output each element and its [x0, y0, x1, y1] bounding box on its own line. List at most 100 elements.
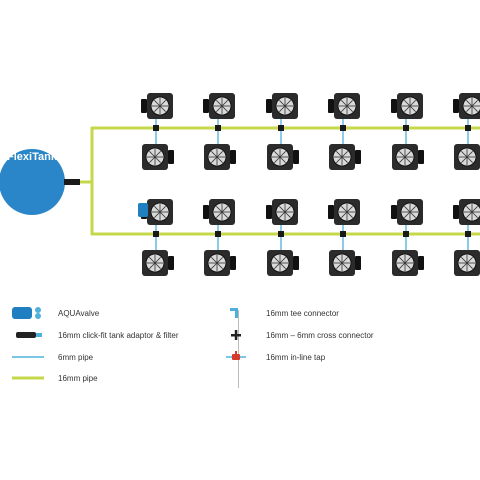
pot-lid-spoke	[404, 156, 411, 163]
pot-lid-spoke	[149, 262, 156, 269]
pot-valve	[418, 256, 424, 270]
pot-lid-spoke	[346, 100, 353, 107]
pot-lid-spoke	[221, 105, 228, 112]
pot-valve	[328, 99, 334, 113]
pot-lid-spoke	[404, 100, 411, 107]
pot-lid-spoke	[154, 262, 161, 269]
pot-lid-spoke	[466, 206, 473, 213]
pot-lid-spoke	[466, 100, 473, 107]
pot-lid-spoke	[409, 206, 416, 213]
cross-connector	[403, 231, 409, 237]
tank-body	[0, 149, 65, 215]
pot-lid-spoke	[404, 262, 411, 269]
pot	[328, 199, 360, 225]
legend-item-cross-connector: 16mm – 6mm cross connector	[216, 328, 374, 342]
legend-label: AQUAvalve	[58, 308, 100, 318]
legend-item-6mm-pipe: 6mm pipe	[8, 350, 93, 364]
tank-name: FlexiTank	[7, 151, 57, 163]
cross-connector	[465, 125, 471, 131]
pot-valve	[266, 99, 272, 113]
pot-lid-spoke	[399, 257, 406, 264]
legend-label: 16mm pipe	[58, 373, 98, 383]
pot-lid-spoke	[154, 156, 161, 163]
pot-valve	[203, 99, 209, 113]
pot	[266, 93, 298, 119]
pot-lid-spoke	[216, 211, 223, 218]
pot-lid-spoke	[284, 100, 291, 107]
pot	[391, 199, 423, 225]
pot-lid-spoke	[154, 211, 161, 218]
pot-lid-spoke	[221, 100, 228, 107]
pot-lid-spoke	[279, 211, 286, 218]
pot-lid-spoke	[461, 151, 468, 158]
pot-lid-spoke	[221, 211, 228, 218]
legend-label: 16mm – 6mm cross connector	[266, 330, 374, 340]
pot-lid-spoke	[279, 105, 286, 112]
pot-lid-spoke	[341, 105, 348, 112]
pipe-6mm-icon	[8, 350, 58, 364]
pot-lid-spoke	[466, 105, 473, 112]
legend-item-tee-connector: 16mm tee connector	[216, 306, 339, 320]
pot-valve	[230, 256, 236, 270]
pot-lid-spoke	[159, 100, 166, 107]
pot	[267, 144, 299, 170]
pot-lid-spoke	[336, 257, 343, 264]
pot-valve	[418, 150, 424, 164]
pot-lid-spoke	[341, 257, 348, 264]
pot-lid-spoke	[466, 257, 473, 264]
pot-lid-spoke	[154, 257, 161, 264]
pot-lid-spoke	[404, 151, 411, 158]
pot-lid-spoke	[471, 206, 478, 213]
pot-lid-spoke	[409, 105, 416, 112]
pot-valve	[328, 205, 334, 219]
pot-lid-spoke	[279, 206, 286, 213]
pot-valve	[266, 205, 272, 219]
pot-lid-spoke	[211, 156, 218, 163]
pot	[391, 93, 423, 119]
pot-lid-spoke	[216, 257, 223, 264]
pot	[454, 250, 480, 276]
pot-lid-spoke	[471, 211, 478, 218]
pot-lid-spoke	[461, 262, 468, 269]
pot-lid-spoke	[154, 151, 161, 158]
pot-lid-spoke	[466, 156, 473, 163]
pot-valve	[141, 99, 147, 113]
pipes-6mm	[153, 106, 471, 263]
pot	[141, 93, 173, 119]
pot-lid-spoke	[274, 151, 281, 158]
pot-valve	[168, 150, 174, 164]
legend-item-inline-tap: 16mm in-line tap	[216, 350, 325, 364]
cross-connector	[215, 125, 221, 131]
pot-lid-spoke	[149, 151, 156, 158]
pot-lid-spoke	[346, 105, 353, 112]
pot-valve	[230, 150, 236, 164]
pot-valve	[453, 99, 459, 113]
pot-valve	[391, 99, 397, 113]
pot-lid-spoke	[341, 100, 348, 107]
pot	[142, 144, 174, 170]
pot-lid-spoke	[154, 206, 161, 213]
cross-connector	[403, 125, 409, 131]
pot-lid-spoke	[216, 105, 223, 112]
flexitank-label: 400 ltr FlexiTank	[0, 138, 64, 164]
pot-lid-spoke	[154, 105, 161, 112]
pot-lid-spoke	[336, 156, 343, 163]
pot-lid-spoke	[154, 100, 161, 107]
pot-lid-spoke	[279, 257, 286, 264]
legend-item-tank-adaptor: 16mm click-fit tank adaptor & filter	[8, 328, 178, 342]
pot-lid-spoke	[399, 151, 406, 158]
pot-valve	[355, 256, 361, 270]
pot-lid-spoke	[336, 262, 343, 269]
pot-lid-spoke	[211, 262, 218, 269]
pot-lid-spoke	[274, 257, 281, 264]
pot-lid-spoke	[461, 156, 468, 163]
pot-valve	[203, 205, 209, 219]
cross-connector	[340, 125, 346, 131]
pot-valve	[168, 256, 174, 270]
pot-lid-spoke	[409, 100, 416, 107]
cross-connector	[153, 125, 159, 131]
pot-lid-spoke	[159, 211, 166, 218]
pot-lid-spoke	[211, 151, 218, 158]
pot-lid-spoke	[211, 257, 218, 264]
